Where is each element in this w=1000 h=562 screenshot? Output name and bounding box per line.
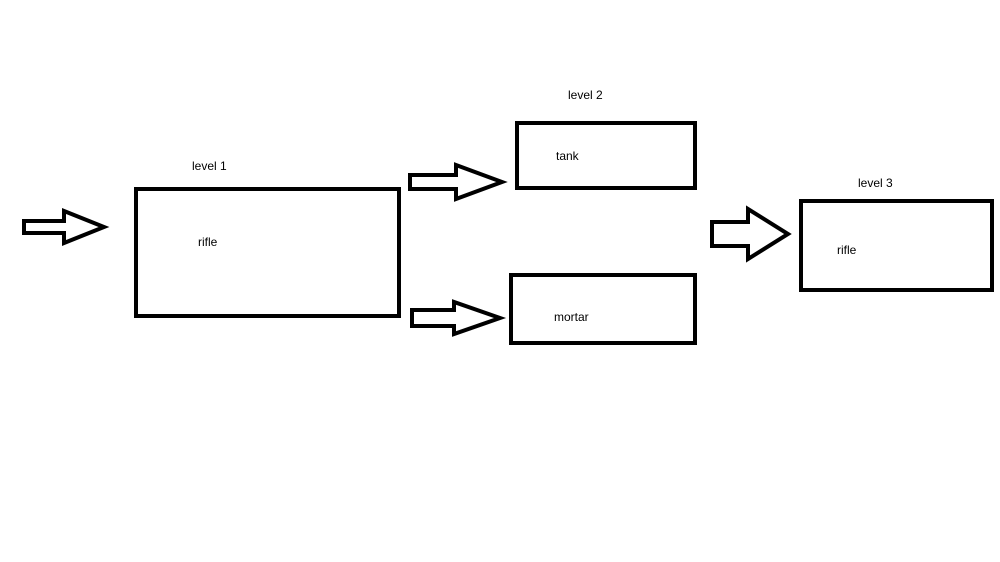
level-1-node-box: rifle <box>134 187 401 318</box>
level-3-node-label: rifle <box>837 243 857 257</box>
level-1-heading: level 1 <box>192 159 227 173</box>
level-1-node-label: rifle <box>198 235 218 249</box>
level-2-node-box-mortar: mortar <box>509 273 697 345</box>
level-2-node-label-mortar: mortar <box>554 310 589 324</box>
level-3-node-box: rifle <box>799 199 994 292</box>
level-2-node-box-tank: tank <box>515 121 697 190</box>
level-3-heading: level 3 <box>858 176 893 190</box>
arrow-to-tank-icon <box>408 162 508 202</box>
arrow-to-level-3-icon <box>710 205 792 263</box>
arrow-to-mortar-icon <box>410 299 507 337</box>
entry-arrow-icon <box>22 208 110 246</box>
level-2-node-label-tank: tank <box>556 149 579 163</box>
level-2-heading: level 2 <box>568 88 603 102</box>
